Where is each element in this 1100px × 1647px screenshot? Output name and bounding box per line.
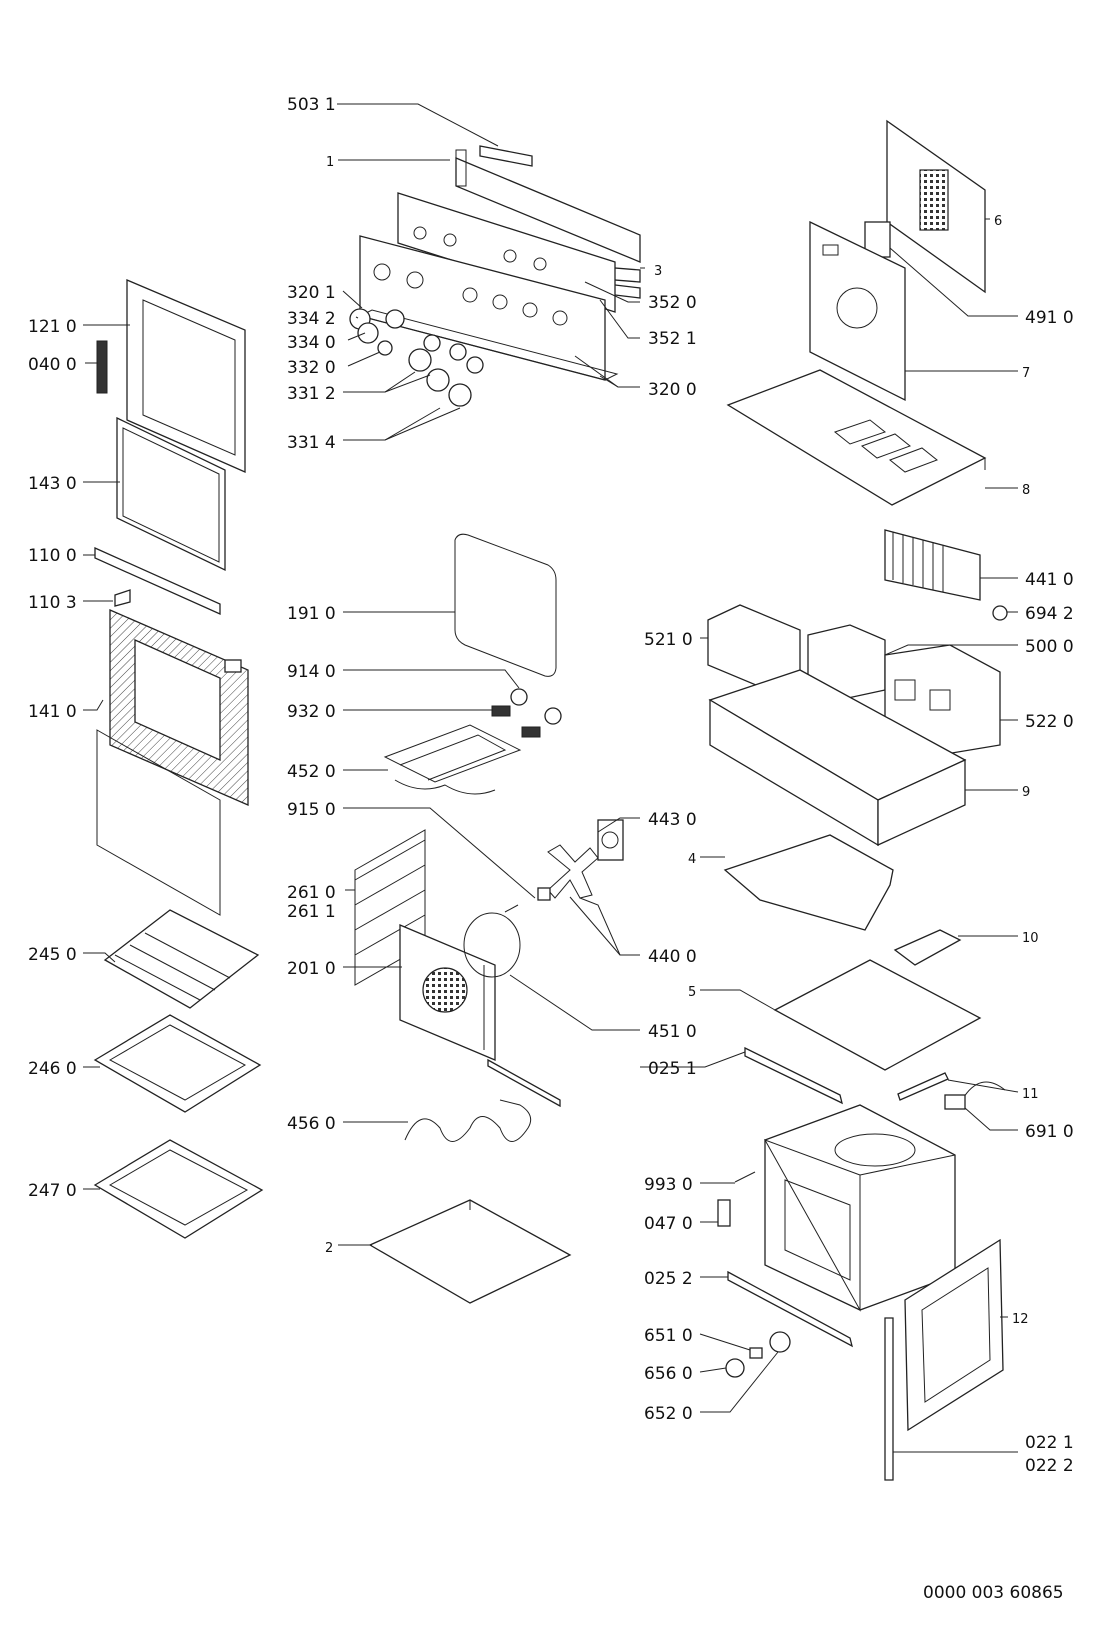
part-label: 932 0	[287, 702, 336, 722]
part-side-frame	[904, 1238, 1004, 1432]
part-labels: 503 1 1 3 352 0 352 1 320 1 334 2 334 0 332 0 331…	[28, 95, 1074, 1476]
part-label: 12	[1012, 1312, 1029, 1327]
part-fan	[537, 819, 624, 901]
part-label: 352 0	[648, 293, 697, 313]
part-label: 110 0	[28, 546, 77, 566]
part-tangential-fan	[884, 529, 1008, 621]
part-label: 2	[325, 1241, 333, 1256]
part-plate-4	[723, 834, 894, 931]
part-label: 914 0	[287, 662, 336, 682]
part-outer-door	[96, 609, 249, 916]
part-label: 456 0	[287, 1114, 336, 1134]
part-label: 11	[1022, 1087, 1039, 1102]
part-top-plate	[726, 369, 987, 506]
leader-lines	[83, 103, 1019, 1453]
part-label: 331 4	[287, 433, 336, 453]
part-bottom-plate	[368, 1199, 572, 1304]
part-label: 521 0	[644, 630, 693, 650]
part-label: 3	[654, 264, 662, 279]
part-label: 503 1	[287, 95, 336, 115]
part-fan-cover	[399, 924, 496, 1061]
part-label: 9	[1022, 785, 1030, 800]
part-lower-element	[404, 1058, 561, 1142]
part-inner-glass	[116, 416, 226, 572]
part-label: 4	[688, 852, 696, 867]
part-grill-element	[383, 724, 522, 795]
part-label: 022 2	[1025, 1456, 1074, 1476]
part-electronics	[707, 604, 1001, 756]
part-label: 040 0	[28, 355, 77, 375]
part-knobs	[349, 308, 484, 407]
part-label: 191 0	[287, 604, 336, 624]
part-plate-5	[773, 959, 982, 1071]
parts-layer	[93, 119, 1008, 1481]
part-label: 245 0	[28, 945, 77, 965]
part-label: 110 3	[28, 593, 77, 613]
part-label: 334 0	[287, 333, 336, 353]
part-label: 334 2	[287, 309, 336, 329]
part-label: 5	[688, 985, 696, 1000]
drawing-number: 0000 003 60865	[923, 1583, 1064, 1603]
part-label: 7	[1022, 366, 1030, 381]
part-tray-246	[93, 1014, 262, 1113]
part-label: 915 0	[287, 800, 336, 820]
part-label: 201 0	[287, 959, 336, 979]
part-label: 1	[326, 155, 334, 170]
part-strip-11	[897, 1072, 1006, 1110]
part-label: 141 0	[28, 702, 77, 722]
part-front-rail	[884, 1317, 894, 1481]
part-gasket	[454, 533, 557, 677]
part-label: 022 1	[1025, 1433, 1074, 1453]
part-label: 522 0	[1025, 712, 1074, 732]
part-label: 261 0	[287, 883, 336, 903]
part-label: 246 0	[28, 1059, 77, 1079]
part-label: 247 0	[28, 1181, 77, 1201]
part-label: 10	[1022, 931, 1039, 946]
part-label: 320 0	[648, 380, 697, 400]
part-label: 451 0	[648, 1022, 697, 1042]
part-label: 6	[994, 214, 1002, 229]
part-screw-and-switch	[717, 1171, 756, 1227]
part-door-strips	[94, 546, 221, 616]
part-door-frame	[96, 279, 246, 473]
part-label: 440 0	[648, 947, 697, 967]
part-label: 651 0	[644, 1326, 693, 1346]
part-label: 500 0	[1025, 637, 1074, 657]
part-label: 332 0	[287, 358, 336, 378]
part-label: 652 0	[644, 1404, 693, 1424]
part-label: 8	[1022, 483, 1030, 498]
part-ring-element	[463, 904, 521, 978]
part-label: 025 1	[648, 1059, 697, 1079]
part-label: 491 0	[1025, 308, 1074, 328]
part-label: 694 2	[1025, 604, 1074, 624]
part-label: 441 0	[1025, 570, 1074, 590]
part-rear-wall	[809, 220, 906, 402]
part-label: 443 0	[648, 810, 697, 830]
part-label: 656 0	[644, 1364, 693, 1384]
part-label: 143 0	[28, 474, 77, 494]
part-lamp-parts	[491, 688, 562, 738]
part-label: 025 2	[644, 1269, 693, 1289]
part-thermostat-parts	[725, 1331, 791, 1378]
part-electronics-tray	[708, 669, 967, 847]
part-label: 261 1	[287, 902, 336, 922]
part-label: 320 1	[287, 283, 336, 303]
part-label: 331 2	[287, 384, 336, 404]
part-oven-cavity	[763, 1104, 956, 1312]
part-label: 352 1	[648, 329, 697, 349]
part-label: 047 0	[644, 1214, 693, 1234]
part-label: 452 0	[287, 762, 336, 782]
part-wire-rack-245	[103, 909, 260, 1009]
part-strip-025-1	[744, 1046, 843, 1105]
part-label: 121 0	[28, 317, 77, 337]
part-bracket-10	[893, 929, 962, 966]
part-label: 691 0	[1025, 1122, 1074, 1142]
part-label: 993 0	[644, 1175, 693, 1195]
part-tray-247	[93, 1139, 264, 1239]
part-control-panel	[358, 192, 619, 381]
